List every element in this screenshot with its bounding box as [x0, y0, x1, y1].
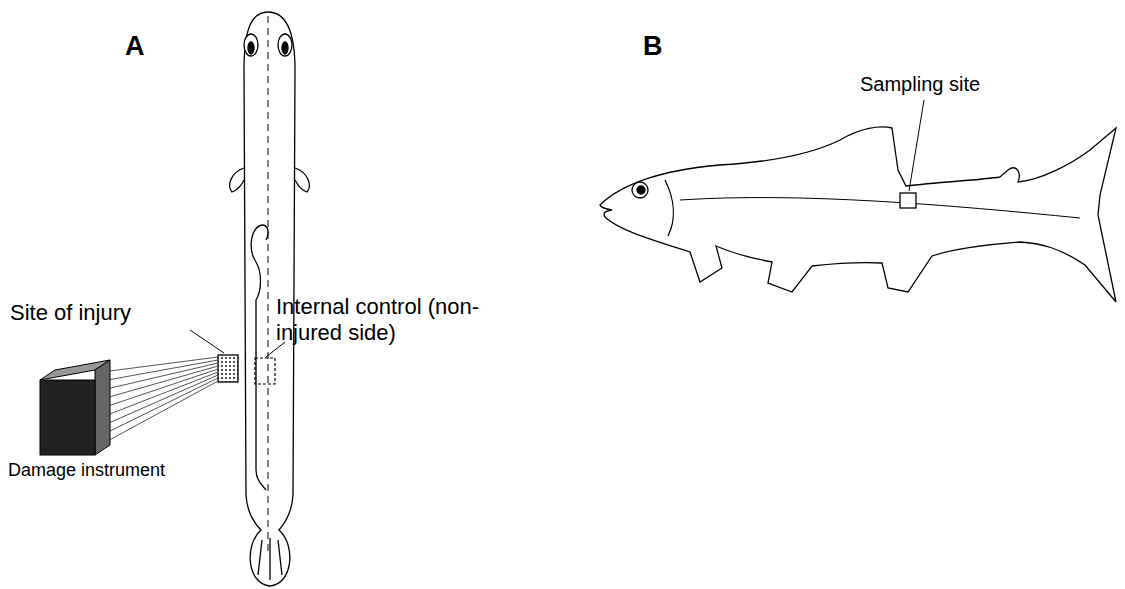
needle — [102, 363, 218, 390]
panel-letter: B — [643, 30, 663, 62]
sampling-square — [900, 193, 916, 208]
control-site — [255, 358, 275, 384]
part-label: Internal control (non-injured side) — [276, 294, 491, 347]
part-label: Site of injury — [10, 300, 131, 326]
leader-line — [909, 100, 924, 191]
needle — [102, 378, 218, 435]
needle — [102, 381, 218, 444]
leader-line — [190, 330, 224, 353]
needle — [102, 375, 218, 426]
needle — [102, 357, 218, 372]
injury-site — [218, 355, 238, 382]
damage-instrument — [40, 360, 110, 455]
instrument-needles — [102, 357, 218, 444]
part-label: Damage instrument — [8, 460, 165, 482]
panel-letter: A — [125, 30, 145, 62]
fish-side-view — [600, 127, 1116, 302]
needle — [102, 372, 218, 417]
needle — [102, 369, 218, 408]
part-label: Sampling site — [860, 72, 980, 96]
